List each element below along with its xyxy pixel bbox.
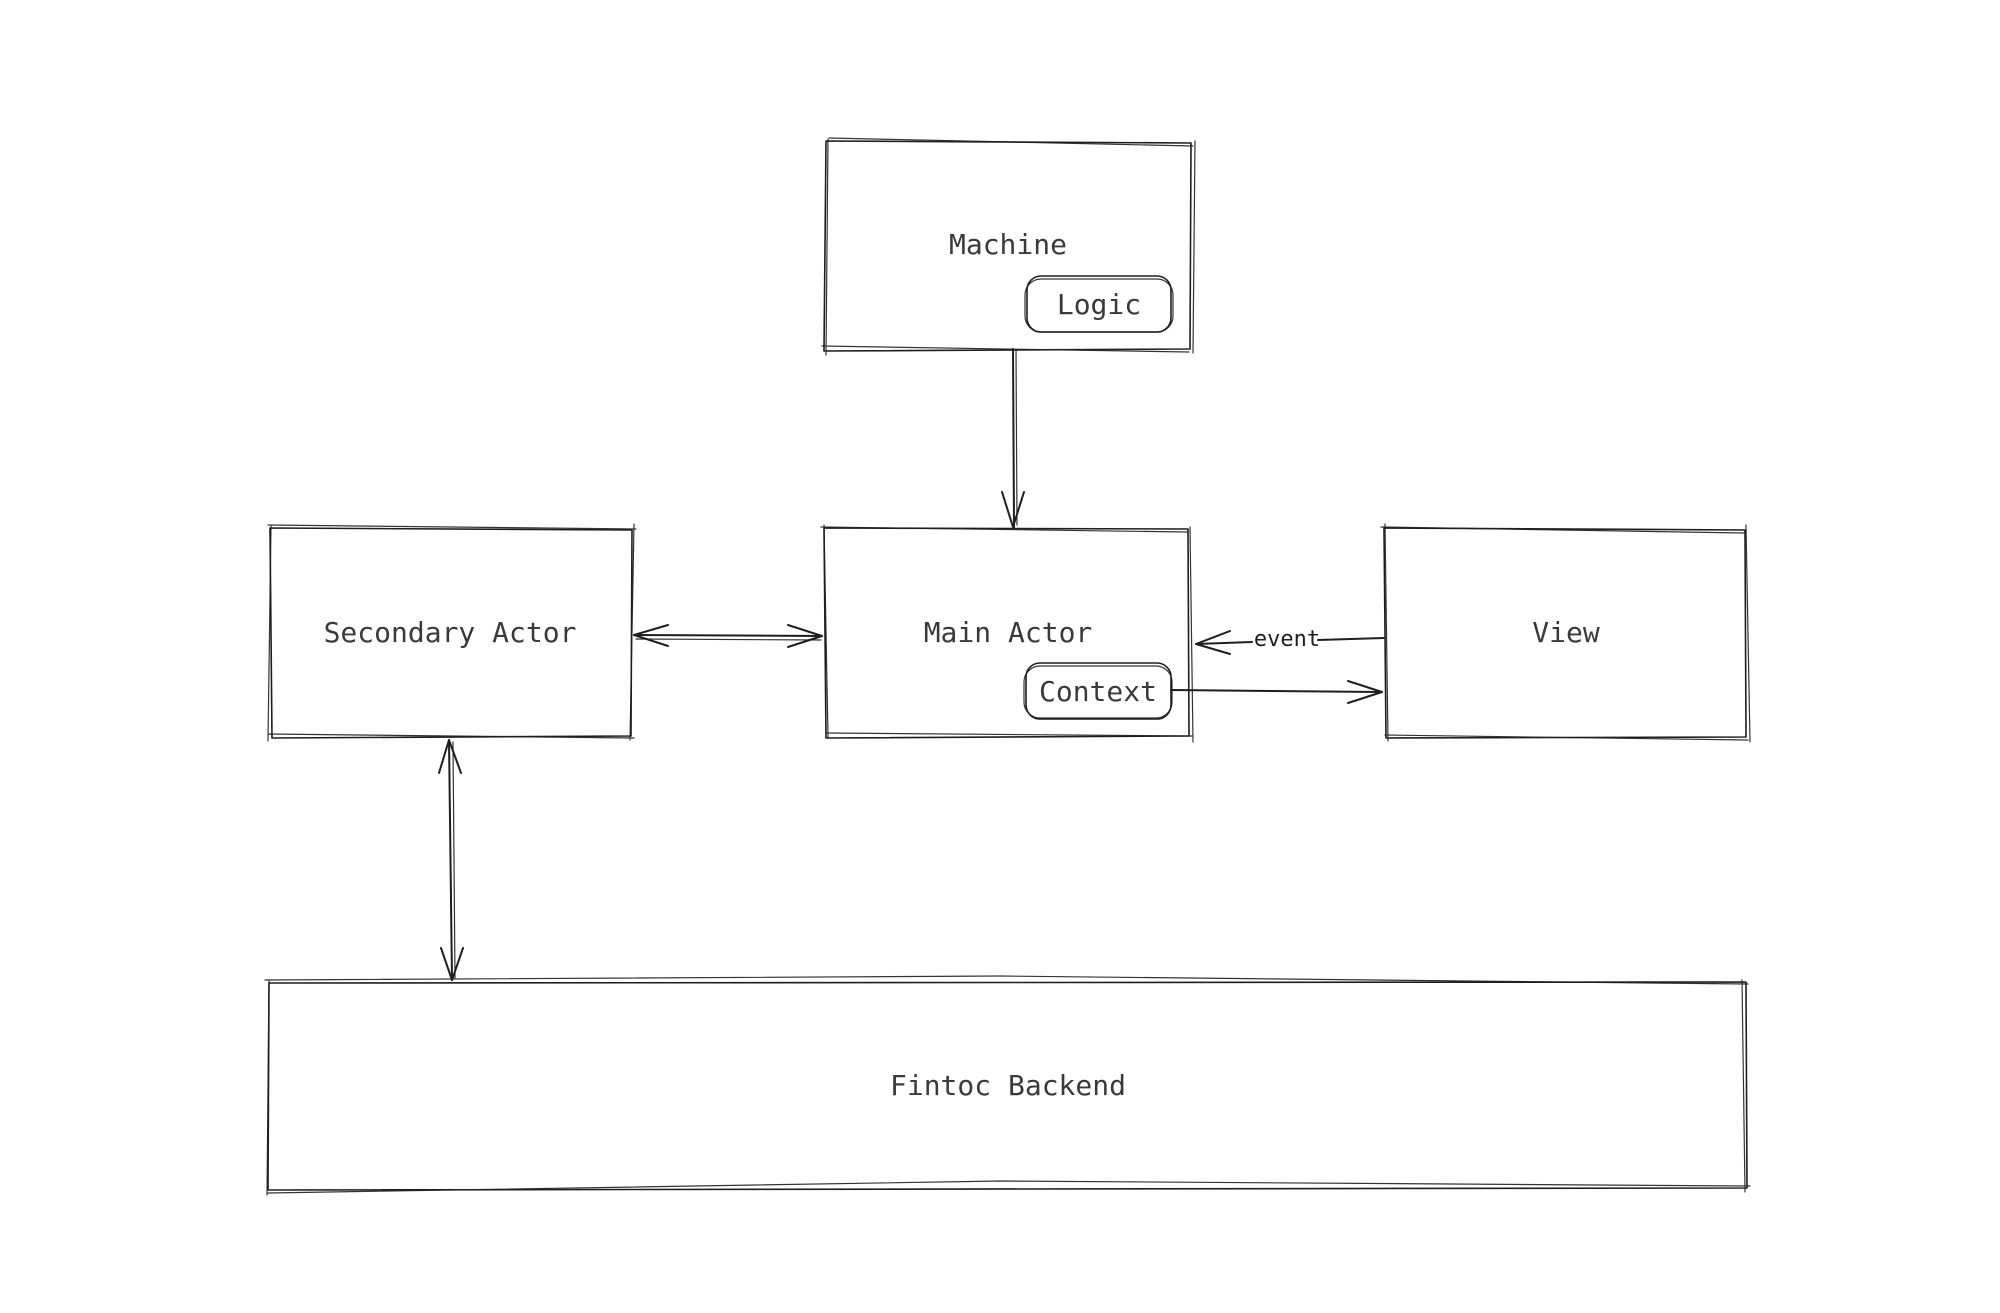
secondary-actor-box[interactable]: Secondary Actor (267, 523, 637, 742)
backend-label: Fintoc Backend (890, 1069, 1126, 1102)
arrow-context-to-view (1170, 680, 1383, 704)
logic-badge[interactable]: Logic (1024, 275, 1174, 333)
secondary-actor-label: Secondary Actor (324, 616, 577, 649)
main-actor-box[interactable]: Main Actor (820, 524, 1194, 743)
arrow-secondary-main-actor (633, 624, 823, 648)
main-actor-label: Main Actor (924, 616, 1093, 649)
arrow-secondary-to-backend (438, 739, 464, 981)
machine-box[interactable]: Machine (821, 137, 1196, 356)
view-box[interactable]: View (1380, 523, 1751, 743)
backend-box[interactable]: Fintoc Backend (264, 975, 1751, 1196)
view-label: View (1532, 616, 1600, 649)
arrow-view-to-main-actor: event (1195, 627, 1385, 655)
machine-label: Machine (949, 228, 1067, 261)
context-badge[interactable]: Context (1023, 662, 1173, 720)
event-edge-label: event (1254, 627, 1320, 652)
context-badge-label: Context (1039, 675, 1157, 708)
arrow-machine-to-main-actor (1001, 348, 1025, 528)
logic-badge-label: Logic (1057, 288, 1141, 321)
